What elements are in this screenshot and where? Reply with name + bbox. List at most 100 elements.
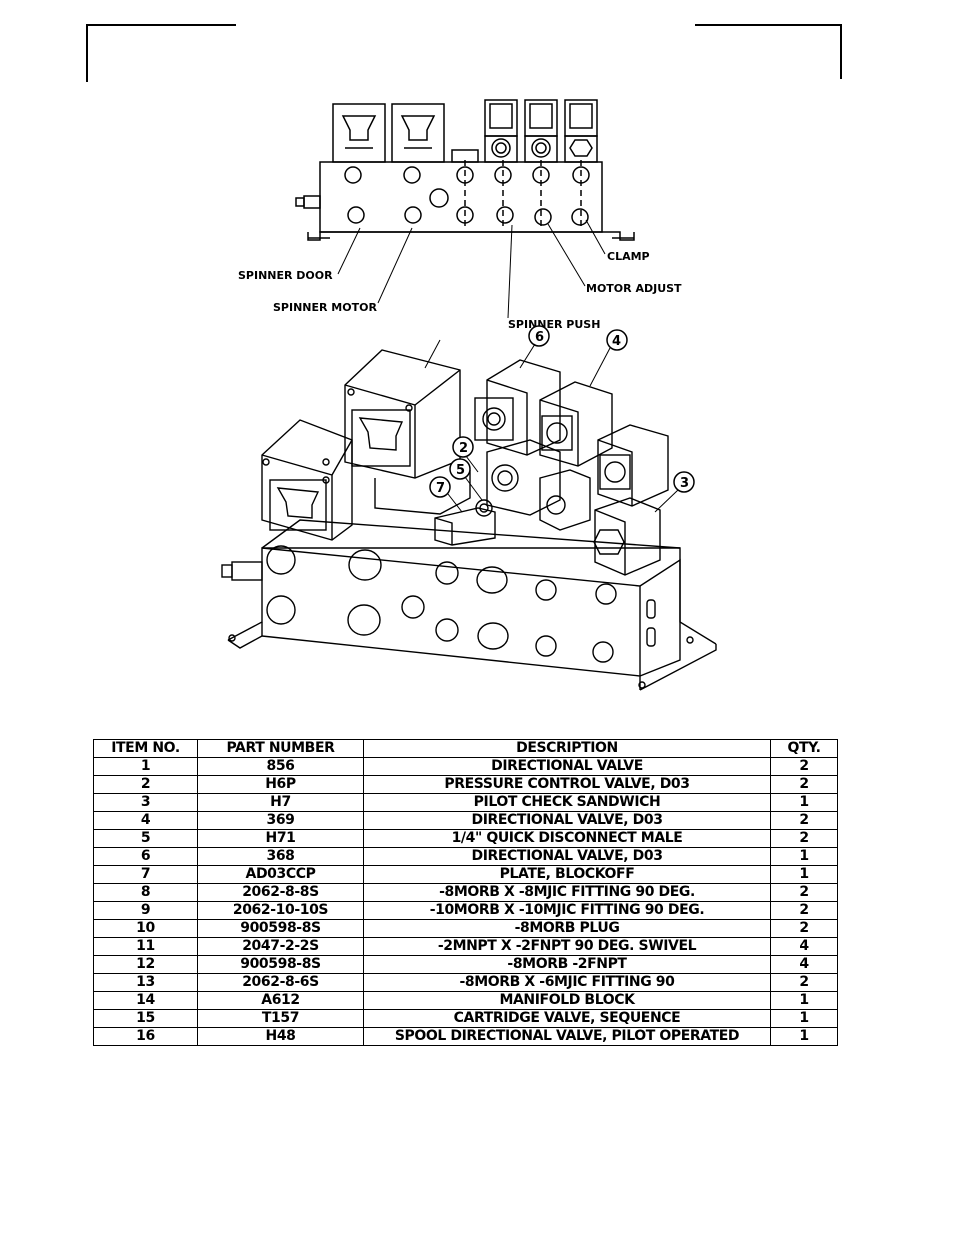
cell-qty: 1 xyxy=(770,1009,838,1028)
balloon-4: 4 xyxy=(612,334,621,349)
frame-left xyxy=(86,24,88,82)
table-header-row: ITEM NO. PART NUMBER DESCRIPTION QTY. xyxy=(93,739,838,758)
frame-top-left xyxy=(86,24,236,26)
cell-part: H6P xyxy=(197,775,364,794)
cell-qty: 4 xyxy=(770,937,838,956)
cell-part: 2062-10-10S xyxy=(197,901,364,920)
cell-part: H71 xyxy=(197,829,364,848)
cell-qty: 2 xyxy=(770,811,838,830)
cell-item: 2 xyxy=(93,775,198,794)
cell-desc: CARTRIDGE VALVE, SEQUENCE xyxy=(363,1009,771,1028)
header-item-no: ITEM NO. xyxy=(93,739,198,758)
cell-item: 14 xyxy=(93,991,198,1010)
cell-part: AD03CCP xyxy=(197,865,364,884)
cell-part: 856 xyxy=(197,757,364,776)
cell-qty: 2 xyxy=(770,919,838,938)
label-clamp: CLAMP xyxy=(607,250,650,263)
cell-desc: 1/4" QUICK DISCONNECT MALE xyxy=(363,829,771,848)
label-motor-adjust: MOTOR ADJUST xyxy=(586,282,682,295)
balloon-3: 3 xyxy=(680,476,689,491)
balloon-6: 6 xyxy=(535,330,544,345)
cell-item: 5 xyxy=(93,829,198,848)
cell-part: 368 xyxy=(197,847,364,866)
cell-qty: 2 xyxy=(770,757,838,776)
frame-top-right xyxy=(695,24,842,26)
cell-item: 15 xyxy=(93,1009,198,1028)
cell-qty: 2 xyxy=(770,883,838,902)
cell-part: H48 xyxy=(197,1027,364,1046)
cell-item: 7 xyxy=(93,865,198,884)
cell-qty: 1 xyxy=(770,847,838,866)
cell-item: 13 xyxy=(93,973,198,992)
cell-desc: -8MORB PLUG xyxy=(363,919,771,938)
header-part-number: PART NUMBER xyxy=(197,739,364,758)
cell-item: 9 xyxy=(93,901,198,920)
cell-part: 369 xyxy=(197,811,364,830)
cell-item: 16 xyxy=(93,1027,198,1046)
cell-qty: 2 xyxy=(770,973,838,992)
cell-qty: 2 xyxy=(770,775,838,794)
cell-desc: PLATE, BLOCKOFF xyxy=(363,865,771,884)
front-view-diagram: SPINNER DOOR SPINNER MOTOR SPINNER PUSH … xyxy=(238,99,682,331)
balloon-2: 2 xyxy=(459,441,468,456)
cell-item: 8 xyxy=(93,883,198,902)
cell-part: H7 xyxy=(197,793,364,812)
cell-desc: PILOT CHECK SANDWICH xyxy=(363,793,771,812)
cell-desc: -8MORB X -8MJIC FITTING 90 DEG. xyxy=(363,883,771,902)
cell-desc: DIRECTIONAL VALVE, D03 xyxy=(363,847,771,866)
label-spinner-motor: SPINNER MOTOR xyxy=(273,301,377,314)
header-description: DESCRIPTION xyxy=(363,739,771,758)
cell-qty: 4 xyxy=(770,955,838,974)
cell-desc: DIRECTIONAL VALVE, D03 xyxy=(363,811,771,830)
header-qty: QTY. xyxy=(770,739,838,758)
cell-part: T157 xyxy=(197,1009,364,1028)
cell-qty: 2 xyxy=(770,829,838,848)
label-spinner-push: SPINNER PUSH xyxy=(508,318,600,331)
cell-qty: 1 xyxy=(770,793,838,812)
balloon-7: 7 xyxy=(436,481,445,496)
cell-desc: -2MNPT X -2FNPT 90 DEG. SWIVEL xyxy=(363,937,771,956)
frame-right xyxy=(840,24,842,79)
cell-item: 12 xyxy=(93,955,198,974)
cell-item: 4 xyxy=(93,811,198,830)
cell-part: 2062-8-6S xyxy=(197,973,364,992)
cell-item: 11 xyxy=(93,937,198,956)
cell-part: 900598-8S xyxy=(197,919,364,938)
cell-item: 1 xyxy=(93,757,198,776)
balloon-5: 5 xyxy=(456,463,465,478)
cell-desc: DIRECTIONAL VALVE xyxy=(363,757,771,776)
cell-part: A612 xyxy=(197,991,364,1010)
isometric-assembly-diagram: 4 6 2 5 7 3 xyxy=(221,325,717,691)
label-spinner-door: SPINNER DOOR xyxy=(238,269,333,282)
cell-desc: -8MORB -2FNPT xyxy=(363,955,771,974)
cell-qty: 1 xyxy=(770,1027,838,1046)
cell-desc: -8MORB X -6MJIC FITTING 90 xyxy=(363,973,771,992)
cell-part: 2047-2-2S xyxy=(197,937,364,956)
cell-desc: PRESSURE CONTROL VALVE, D03 xyxy=(363,775,771,794)
cell-item: 6 xyxy=(93,847,198,866)
cell-qty: 2 xyxy=(770,901,838,920)
cell-item: 3 xyxy=(93,793,198,812)
cell-part: 2062-8-8S xyxy=(197,883,364,902)
cell-desc: -10MORB X -10MJIC FITTING 90 DEG. xyxy=(363,901,771,920)
cell-desc: MANIFOLD BLOCK xyxy=(363,991,771,1010)
cell-qty: 1 xyxy=(770,991,838,1010)
cell-item: 10 xyxy=(93,919,198,938)
cell-qty: 1 xyxy=(770,865,838,884)
